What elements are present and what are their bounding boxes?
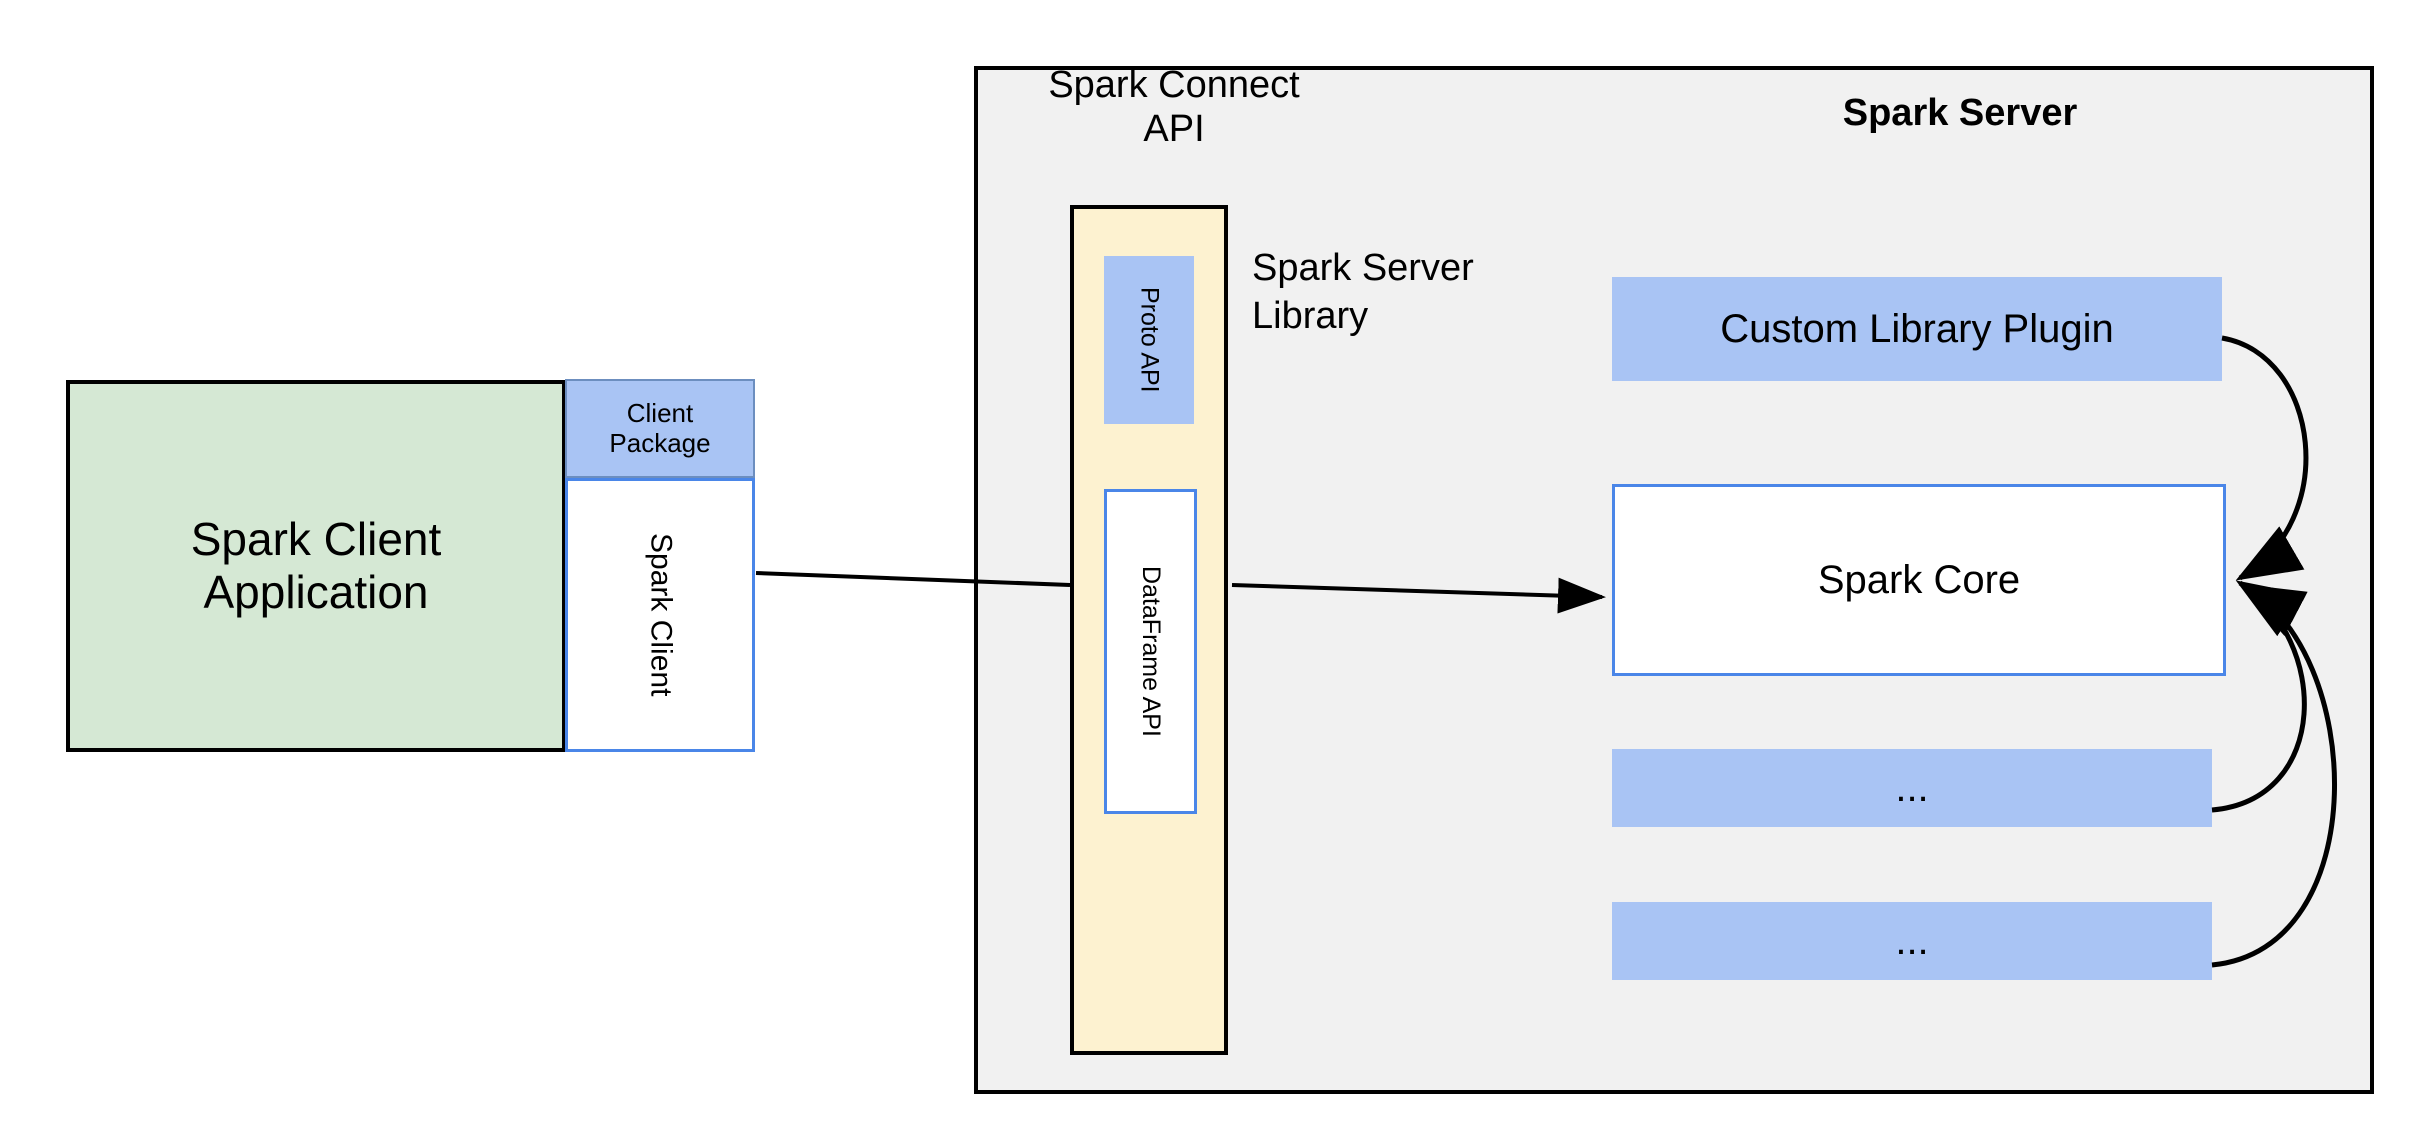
proto-api-label: Proto API — [1135, 287, 1164, 393]
ellipsis-label-1: ... — [1895, 766, 1929, 810]
spark-connect-api-label: Spark Connect API — [1048, 64, 1300, 150]
ellipsis-label-2: ... — [1895, 919, 1929, 963]
spark-core-label: Spark Core — [1817, 558, 2021, 602]
spark-client-box[interactable]: Spark Client — [565, 478, 755, 752]
spark-server-title: Spark Server — [1842, 92, 2078, 135]
custom-library-plugin-box[interactable]: Custom Library Plugin — [1612, 277, 2222, 381]
spark-client-application-label: Spark Client Application — [190, 513, 442, 618]
spark-core-box[interactable]: Spark Core — [1612, 484, 2226, 676]
spark-client-application-box[interactable]: Spark Client Application — [66, 380, 566, 752]
proto-api-box[interactable]: Proto API — [1104, 256, 1194, 424]
ellipsis-box-1[interactable]: ... — [1612, 749, 2212, 827]
client-package-box[interactable]: Client Package — [565, 379, 755, 478]
client-package-label: Client Package — [609, 397, 711, 458]
spark-client-label: Spark Client — [644, 533, 678, 697]
dataframe-api-box[interactable]: DataFrame API — [1104, 489, 1197, 814]
dataframe-api-label: DataFrame API — [1136, 566, 1165, 737]
spark-server-library-label: Spark Server Library — [1252, 247, 1474, 337]
custom-library-plugin-label: Custom Library Plugin — [1720, 307, 2114, 351]
ellipsis-box-2[interactable]: ... — [1612, 902, 2212, 980]
